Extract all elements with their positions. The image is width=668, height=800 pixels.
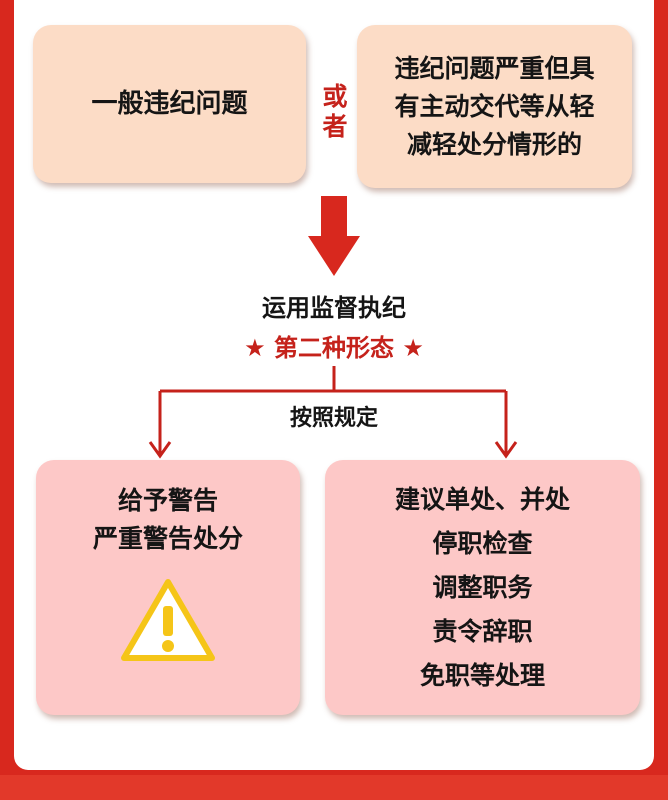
measure-line: 责令辞职 <box>432 616 533 646</box>
measure-line: 建议单处、并处 <box>394 484 570 514</box>
general-violation-text: 一般违纪问题 <box>91 89 248 119</box>
second-form-title: ★ 第二种形态 ★ <box>0 328 668 363</box>
star-icon: ★ <box>244 334 266 362</box>
branch-label: 按照规定 <box>289 406 378 431</box>
bottom-band <box>0 775 668 800</box>
or-connector: 或 者 <box>318 82 352 142</box>
connector-char: 者 <box>322 112 348 141</box>
measure-line: 免职等处理 <box>419 660 545 690</box>
warning-icon <box>121 579 215 661</box>
measure-line: 调整职务 <box>432 572 533 602</box>
serious-violation-box: 违纪问题严重但具 有主动交代等从轻 减轻处分情形的 <box>357 25 632 188</box>
measure-line: 停职检查 <box>432 528 533 558</box>
branch-lines <box>148 366 518 459</box>
second-form-text: 第二种形态 <box>274 334 394 362</box>
serious-violation-line: 减轻处分情形的 <box>406 129 582 159</box>
warning-line: 给予警告 <box>117 486 218 515</box>
supervision-title: 运用监督执纪 <box>262 294 406 322</box>
serious-violation-line: 违纪问题严重但具 <box>394 53 595 83</box>
connector-char: 或 <box>322 82 348 111</box>
warning-line: 严重警告处分 <box>92 524 243 553</box>
general-violation-box: 一般违纪问题 <box>33 25 306 183</box>
down-arrow-icon <box>308 196 360 276</box>
measures-box: 建议单处、并处 停职检查 调整职务 责令辞职 免职等处理 <box>325 460 640 715</box>
warning-box: 给予警告 严重警告处分 <box>36 460 300 715</box>
star-icon: ★ <box>402 334 424 362</box>
serious-violation-line: 有主动交代等从轻 <box>394 91 595 121</box>
